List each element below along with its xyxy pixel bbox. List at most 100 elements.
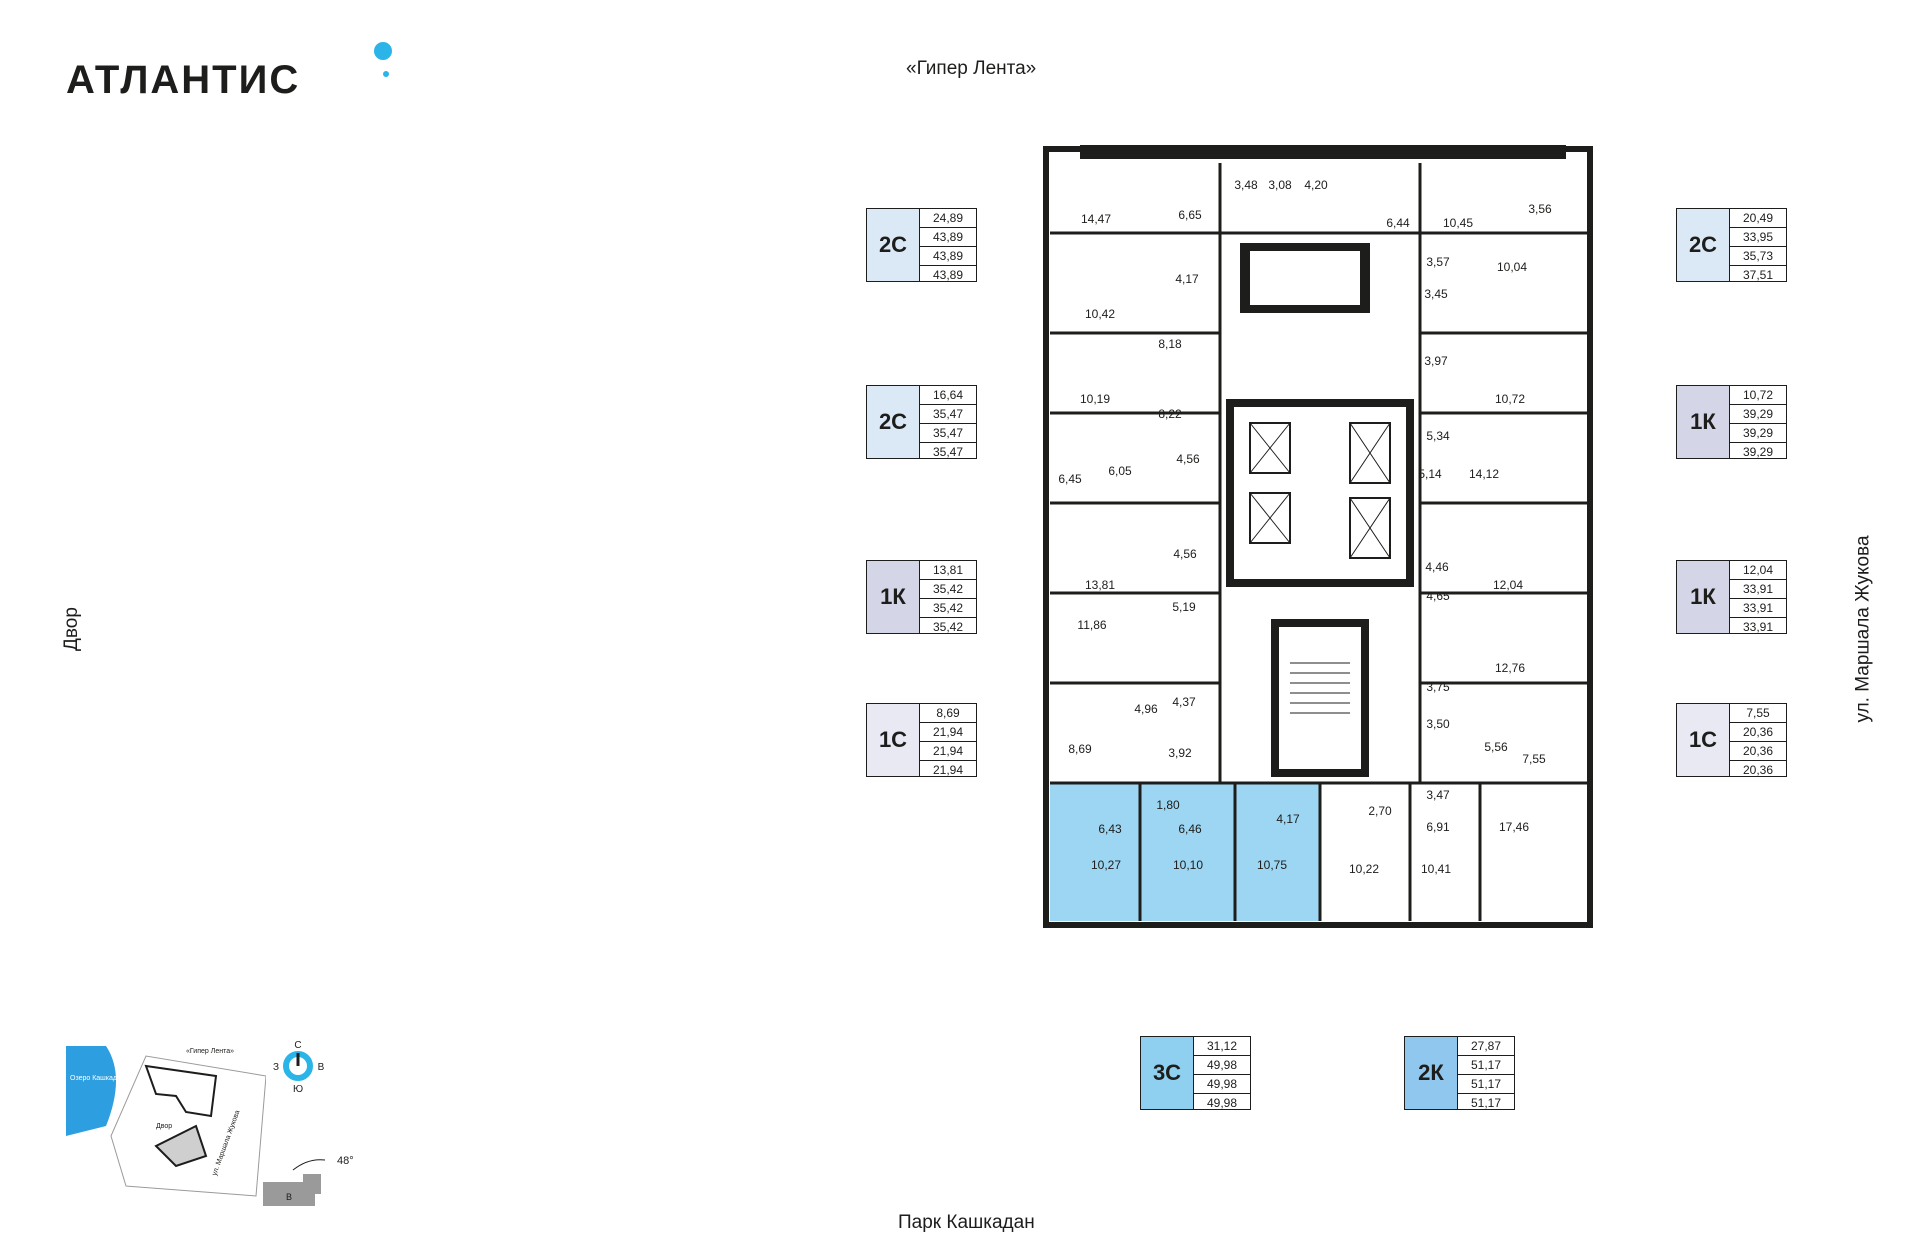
apt-area: 20,36 [1730, 742, 1786, 761]
rotation-arc [292, 1159, 326, 1171]
apt-area: 39,29 [1730, 424, 1786, 443]
room-area: 11,86 [1077, 618, 1106, 632]
room-area: 10,10 [1173, 858, 1203, 872]
apt-area: 35,47 [920, 405, 976, 424]
apt-area: 35,73 [1730, 247, 1786, 266]
apt-area: 16,64 [920, 386, 976, 405]
elevator-3 [1349, 422, 1391, 484]
stair-top [1250, 251, 1360, 305]
apt-code: 1С [1676, 703, 1730, 777]
apt-area: 35,42 [920, 599, 976, 618]
apt-code: 2С [866, 385, 920, 459]
apt-area: 51,17 [1470, 1096, 1502, 1110]
room-area: 6,43 [1098, 822, 1122, 836]
apt-area: 21,94 [932, 763, 964, 777]
building-b [154, 1124, 208, 1168]
room-area: 14,12 [1469, 467, 1499, 481]
apt-area: 43,89 [920, 247, 976, 266]
apt-area: 49,98 [1194, 1075, 1250, 1094]
apt-area: 39,29 [1730, 405, 1786, 424]
apt-code: 2К [1404, 1036, 1458, 1110]
room-area: 6,65 [1178, 208, 1202, 222]
room-area: 10,41 [1421, 862, 1451, 876]
apt-area: 33,95 [1730, 228, 1786, 247]
partitions [1050, 163, 1590, 921]
room-area: 4,20 [1304, 178, 1328, 192]
room-area: 10,27 [1091, 858, 1121, 872]
orientation-bottom: Парк Кашкадан [898, 1212, 1035, 1233]
room-area: 12,76 [1495, 661, 1525, 675]
apt-area: 10,72 [1730, 386, 1786, 405]
room-area: 3,57 [1426, 255, 1450, 269]
room-area: 4,56 [1173, 547, 1197, 561]
room-area: 4,56 [1176, 452, 1200, 466]
site-minimap: Озеро Кашкадан «Гипер Лента» Двор ул. Ма… [66, 1046, 266, 1197]
floor-plan: 14,47 6,65 3,48 3,08 4,20 6,44 10,45 3,5… [1043, 145, 1593, 928]
section-block [263, 1174, 321, 1206]
room-area: 3,48 [1234, 178, 1258, 192]
minimap-court: Двор [156, 1123, 172, 1130]
apt-code: 1К [1676, 560, 1730, 634]
minimap-street: ул. Маршала Жукова [211, 1109, 241, 1176]
apt-area: 49,98 [1206, 1096, 1238, 1110]
section-letter: В [286, 1192, 292, 1202]
room-area: 7,55 [1522, 752, 1546, 766]
room-area: 6,05 [1108, 464, 1132, 478]
apt-area: 31,12 [1194, 1037, 1250, 1056]
room-area: 6,91 [1426, 820, 1450, 834]
apt-code: 1К [866, 560, 920, 634]
logo-dot-small [383, 71, 389, 77]
apt-area: 43,89 [932, 268, 964, 282]
room-area: 3,47 [1426, 788, 1450, 802]
apt-area: 20,49 [1730, 209, 1786, 228]
room-area: 8,22 [1158, 407, 1182, 421]
apt-area: 37,51 [1742, 268, 1774, 282]
room-area: 6,44 [1386, 216, 1410, 230]
elevator-4 [1349, 497, 1391, 559]
apt-area: 35,42 [932, 620, 964, 634]
room-area: 4,96 [1134, 702, 1158, 716]
room-area: 10,19 [1080, 392, 1110, 406]
apt-area: 13,81 [920, 561, 976, 580]
stair-treads [1290, 662, 1350, 714]
room-area: 2,70 [1368, 804, 1392, 818]
apartment-3c-highlight [1050, 783, 1320, 921]
elevator-1 [1249, 422, 1291, 474]
room-area: 13,81 [1085, 578, 1115, 592]
room-area: 4,17 [1175, 272, 1199, 286]
apt-area: 21,94 [920, 742, 976, 761]
apt-area: 7,55 [1730, 704, 1786, 723]
room-area: 3,97 [1424, 354, 1448, 368]
room-area: 3,50 [1426, 717, 1450, 731]
room-area: 3,92 [1168, 746, 1192, 760]
room-area: 8,69 [1068, 742, 1092, 756]
top-wall [1080, 145, 1566, 159]
apt-area: 35,47 [932, 445, 964, 459]
compass-w: З [273, 1062, 279, 1073]
room-area: 5,14 [1418, 467, 1442, 481]
apt-area: 33,91 [1730, 580, 1786, 599]
room-area: 3,45 [1424, 287, 1448, 301]
room-area: 5,56 [1484, 740, 1508, 754]
orientation-right: ул. Маршала Жукова [1852, 535, 1874, 723]
room-area: 17,46 [1499, 820, 1529, 834]
building-a [144, 1064, 218, 1118]
room-area: 6,46 [1178, 822, 1202, 836]
apt-area: 27,87 [1458, 1037, 1514, 1056]
room-area: 4,46 [1425, 560, 1449, 574]
room-area: 5,19 [1172, 600, 1196, 614]
room-area: 3,56 [1528, 202, 1552, 216]
elevator-core [1226, 399, 1414, 587]
room-area: 10,45 [1443, 216, 1473, 230]
room-area: 3,08 [1268, 178, 1292, 192]
